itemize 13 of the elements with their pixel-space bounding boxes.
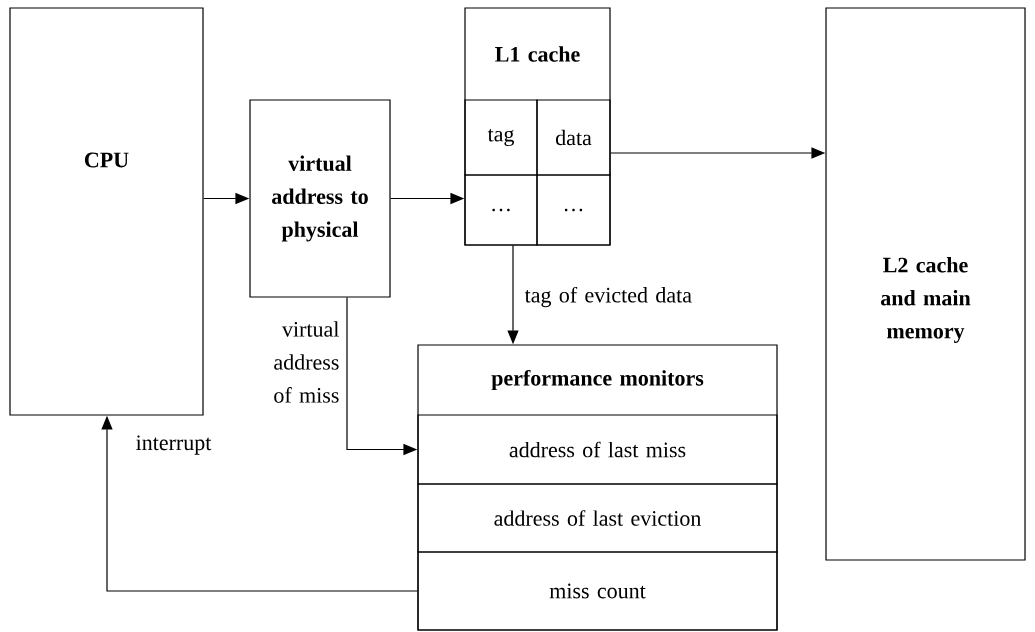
- process-box: virtual address to physical: [249, 99, 391, 298]
- table-cell: address of last miss: [417, 414, 778, 485]
- edge-label: virtual address of miss: [274, 321, 339, 403]
- table-cell: miss count: [417, 551, 778, 631]
- edge-label: interrupt: [136, 435, 212, 455]
- process-box: CPU: [9, 7, 204, 416]
- table-cell: data: [536, 99, 611, 176]
- table-cell: …: [464, 174, 538, 246]
- memory-box: L2 cache and main memory: [825, 7, 1026, 561]
- table-cell: address of last eviction: [417, 483, 778, 553]
- table-cell: …: [536, 174, 611, 246]
- table-cell: tag: [464, 99, 538, 176]
- edge-label: tag of evicted data: [524, 286, 692, 308]
